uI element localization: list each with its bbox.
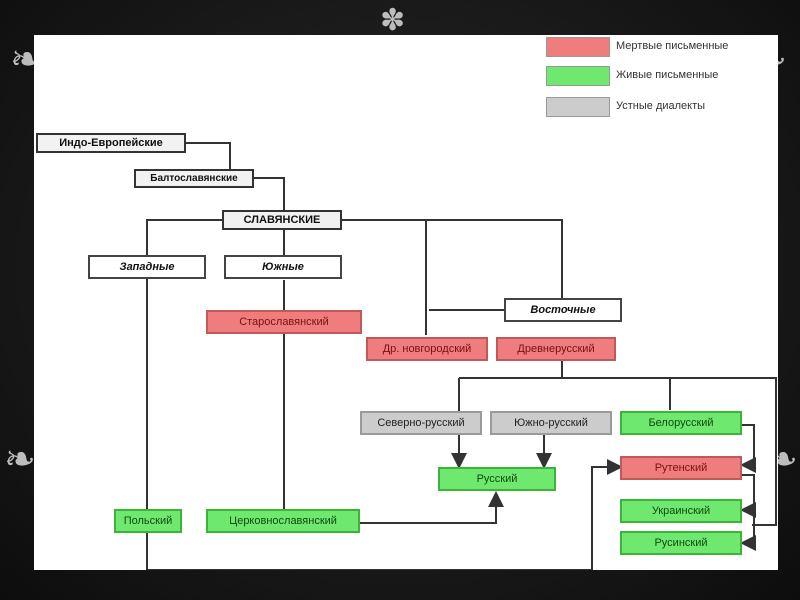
node-eastern: Восточные (504, 298, 622, 322)
node-south-russian: Южно-русский (490, 411, 612, 435)
line-church-to-russian (359, 495, 496, 523)
node-old-slavonic: Старославянский (206, 310, 362, 334)
line-slavic-main (342, 220, 562, 300)
legend-label-live: Живые письменные (616, 69, 718, 81)
node-belarusian: Белорусский (620, 411, 742, 435)
node-old-novgorod: Др. новгородский (366, 337, 488, 361)
node-rusyn: Русинский (620, 531, 742, 555)
node-southern: Южные (224, 255, 342, 279)
legend-swatch-dead (546, 37, 610, 57)
node-indo-european: Индо-Европейские (36, 133, 186, 153)
ornament-mid-left: ❧ (4, 440, 36, 478)
line-bs-to-slavic (254, 178, 284, 210)
node-ruthenian: Рутенский (620, 456, 742, 480)
line-ie-to-bs (186, 143, 230, 170)
legend-label-dead: Мертвые письменные (616, 40, 728, 52)
legend-label-oral: Устные диалекты (616, 100, 705, 112)
node-slavic: СЛАВЯНСКИЕ (222, 210, 342, 230)
line-belarusian-to-ruthenian (742, 425, 754, 465)
node-ukrainian: Украинский (620, 499, 742, 523)
node-polish: Польский (114, 509, 182, 533)
node-church-slavonic: Церковнославянский (206, 509, 360, 533)
ornament-top-center: ✽ (380, 6, 405, 36)
diagram-panel: Мертвые письменные Живые письменные Устн… (34, 35, 778, 570)
node-north-russian: Северно-русский (360, 411, 482, 435)
line-ruthenian-to-ukrainian (742, 475, 754, 510)
node-old-russian: Древнерусский (496, 337, 616, 361)
line-to-rusyn (744, 510, 754, 543)
node-western: Западные (88, 255, 206, 279)
node-balto-slavic: Балтославянские (134, 169, 254, 188)
legend-swatch-oral (546, 97, 610, 117)
node-russian: Русский (438, 467, 556, 491)
connector-lines (34, 35, 778, 570)
legend-swatch-live (546, 66, 610, 86)
